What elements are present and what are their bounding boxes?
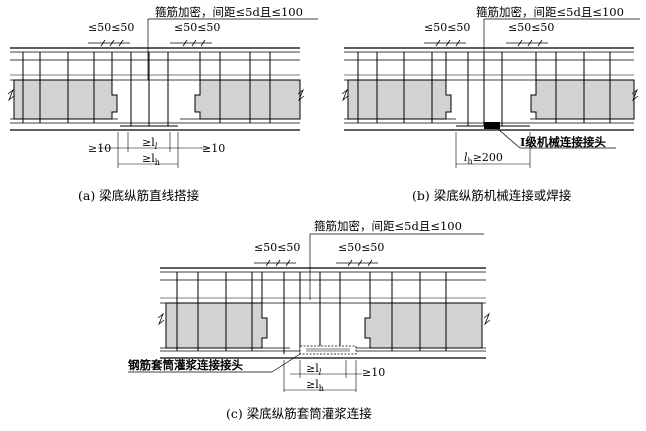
dim-ll: ≥ll [306, 362, 322, 377]
dim-lh: lh≥200 [464, 151, 503, 166]
spacing-left-text: ≤50≤50 [88, 21, 134, 34]
precast-block-right [530, 79, 635, 120]
sleeve-label: 钢筋套筒灌浆连接接头 [128, 358, 243, 372]
dim-ll: ≥ll [142, 136, 158, 151]
spacing-right-text: ≤50≤50 [338, 241, 384, 254]
spacing-left-text: ≤50≤50 [424, 21, 470, 34]
caption-b: (b) 梁底纵筋机械连接或焊接 [412, 188, 572, 203]
note-text: 箍筋加密，间距≤5d且≤100 [476, 5, 624, 19]
panel-a: ≤50≤50 ≤50≤50 箍筋加密，间距≤5d且≤100 ≥10 ≥ll ≥l… [7, 5, 318, 203]
dim-left-10: ≥10 [88, 142, 111, 155]
dim-lh: ≥lh [142, 152, 160, 167]
note-text: 箍筋加密，间距≤5d且≤100 [314, 219, 462, 233]
panel-b: ≤50≤50 ≤50≤50 箍筋加密，间距≤5d且≤100 Ⅰ级机械连接接头 l… [341, 5, 640, 203]
spacing-left-text: ≤50≤50 [254, 241, 300, 254]
dim-lh: ≥lh [306, 378, 324, 393]
precast-block-left [347, 79, 452, 120]
precast-block-right [194, 79, 301, 120]
precast-block-left [13, 79, 118, 120]
connector-label: Ⅰ级机械连接接头 [520, 135, 606, 149]
mechanical-coupler [484, 122, 500, 129]
caption-c: (c) 梁底纵筋套筒灌浆连接 [226, 406, 372, 421]
dim-right-10: ≥10 [202, 142, 225, 155]
panel-c: ≤50≤50 ≤50≤50 箍筋加密，间距≤5d且≤100 钢筋套筒灌浆连接接头… [128, 219, 491, 421]
spacing-right-text: ≤50≤50 [174, 21, 220, 34]
precast-block-right [364, 302, 483, 349]
note-text: 箍筋加密，间距≤5d且≤100 [155, 5, 303, 19]
dim-right-10: ≥10 [362, 366, 385, 379]
spacing-right-text: ≤50≤50 [508, 21, 554, 34]
caption-a: (a) 梁底纵筋直线搭接 [78, 188, 200, 203]
